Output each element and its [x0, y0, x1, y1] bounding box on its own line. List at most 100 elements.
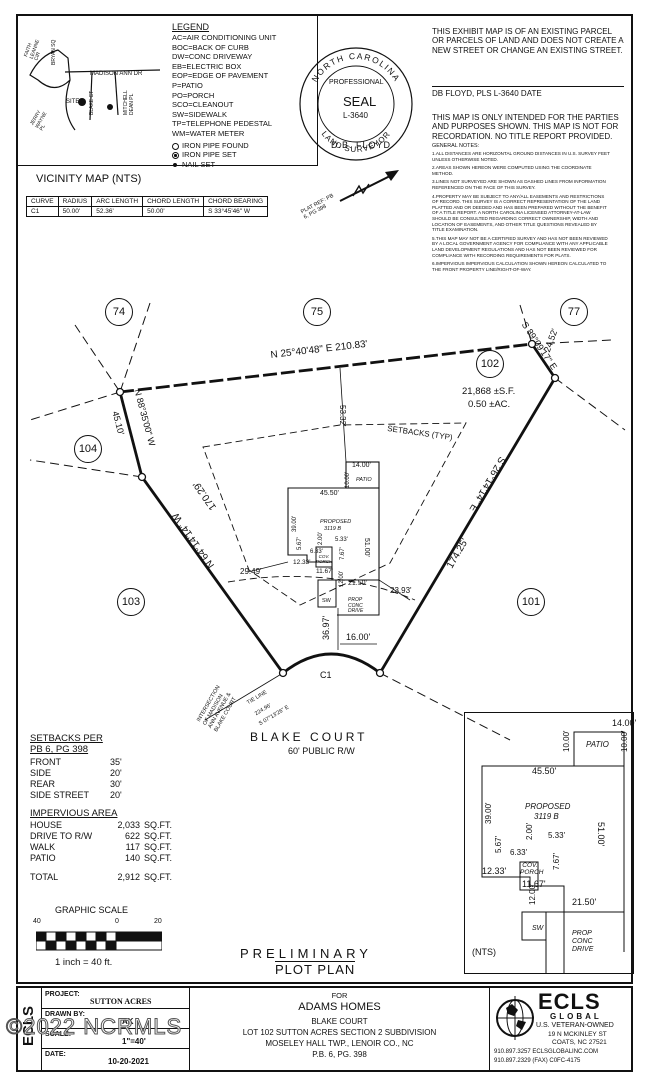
firm-veteran: U.S. VETERAN-OWNED	[536, 1022, 614, 1029]
impervious-unit: SQ.FT.	[144, 842, 173, 852]
firm-phone-1: 910.897.3257 ECLSGLOBALINC.COM	[494, 1049, 599, 1055]
seal-number: L-3640	[343, 111, 368, 120]
inset-cov-porch: COV. PORCH	[520, 862, 544, 876]
setback-row: REAR 30'	[30, 779, 140, 790]
tb-line2: LOT 102 SUTTON ACRES SECTION 2 SUBDIVISI…	[242, 1028, 437, 1037]
legend-item: EB=ELECTRIC BOX	[172, 61, 242, 71]
inset-detail-box	[464, 712, 634, 974]
inset-patio-width: 14.00'	[612, 718, 637, 728]
impervious-value: 2,033	[117, 820, 140, 830]
tb-row-scale: SCALE: 1"=40'	[42, 1028, 190, 1049]
street-row: 60' PUBLIC R/W	[288, 746, 355, 756]
setback-label: SIDE	[30, 768, 52, 778]
inset-dim-6-33: 6.33'	[510, 848, 528, 857]
dim-51: 51.00'	[363, 538, 370, 557]
firm-phone-2: 910.897.2329 (FAX) C0FC-4175	[494, 1058, 581, 1064]
prop-drive-label: PROP CONC DRIVE	[348, 597, 364, 614]
dim-36-97: 36.97'	[321, 615, 331, 640]
firm-address-2: COATS, NC 27521	[552, 1039, 607, 1046]
inset-dim-5-67: 5.67'	[494, 835, 503, 853]
setbacks-title: SETBACKS PER	[30, 733, 103, 744]
tb-drawn-label: DRAWN BY:	[45, 1011, 85, 1018]
legend-item: WM=WATER METER	[172, 128, 245, 138]
graphic-scale-caption: 1 inch = 40 ft.	[55, 957, 113, 968]
dim-12-33: 12.33'	[293, 559, 311, 566]
lot-103: 103	[117, 588, 145, 616]
inset-house-width: 45.50'	[532, 766, 557, 776]
legend-symbol-set: IRON PIPE SET	[182, 150, 237, 160]
cov-porch-label: COV. PORCH	[316, 554, 333, 564]
impervious-label: WALK	[30, 842, 56, 852]
inset-dim-12: 12.00'	[528, 883, 537, 905]
inset-dim-11-67: 11.67'	[522, 879, 546, 889]
tb-line1: BLAKE COURT	[311, 1017, 368, 1026]
lot-75: 75	[303, 298, 331, 326]
watermark: ©2022 NCRMLS	[5, 1014, 183, 1040]
tb-date-value: 10-20-2021	[108, 1057, 149, 1066]
general-note: 3.LINES NOT SURVEYED ARE SHOWN AS DASHED…	[432, 179, 606, 190]
inset-patio-height-right: 10.00'	[620, 730, 629, 752]
iron-pipe-found-icon	[172, 142, 179, 150]
patio-label: PATIO	[356, 477, 372, 483]
street-name: BLAKE COURT	[250, 730, 368, 744]
iron-pipe-set-icon	[172, 152, 179, 160]
vicinity-title: VICINITY MAP (NTS)	[36, 173, 142, 185]
seal-word: SEAL	[343, 94, 377, 109]
general-note: 6.IMPERVIOUS IMPERVIOUS CALCULATION SHOW…	[432, 261, 607, 272]
vicinity-label-madison: MADISON ANN DR	[90, 71, 143, 77]
lot-102: 102	[476, 350, 504, 378]
dim-6-33: 6.33'	[310, 549, 323, 555]
scale-tick-20: 20	[154, 918, 162, 925]
inset-dim-12-33: 12.33'	[482, 866, 507, 876]
vicinity-legend-box	[17, 15, 318, 166]
legend-item: EOP=EDGE OF PAVEMENT	[172, 71, 269, 81]
impervious-total-label: TOTAL	[30, 872, 59, 882]
scale-tick-0: 0	[115, 918, 119, 925]
firm-name: ECLS	[538, 989, 601, 1014]
inset-prop-drive: PROP CONC DRIVE	[572, 930, 594, 953]
dim-21-50: 21.50'	[348, 580, 367, 587]
firm-address-1: 19 N MCKINLEY ST	[548, 1031, 607, 1038]
general-note: 4.PROPERTY MAY BE SUBJECT TO ANY/ALL EAS…	[432, 193, 607, 233]
impervious-value: 117	[125, 842, 140, 852]
legend-item: TP=TELEPHONE PEDESTAL	[172, 119, 273, 129]
setback-label: REAR	[30, 779, 56, 789]
curve-table-cell: S 33°45'46" W	[203, 206, 269, 217]
nail-set-icon	[173, 162, 177, 167]
inset-dim-51: 51.00'	[596, 822, 606, 847]
dim-11-67: 11.67'	[316, 568, 334, 575]
inset-patio-label: PATIO	[586, 740, 609, 749]
dim-29-49: 29.49'	[240, 567, 262, 576]
lot-101: 101	[517, 588, 545, 616]
dim-12: 12.00'	[339, 570, 345, 587]
tb-row-drawn: DRAWN BY: AK	[42, 1008, 190, 1029]
impervious-unit: SQ.FT.	[144, 831, 173, 841]
tb-firm-cell: ECLS GLOBAL U.S. VETERAN-OWNED 19 N MCKI…	[490, 988, 631, 1070]
dim-5-33: 5.33'	[335, 537, 348, 543]
impervious-value: 622	[124, 831, 140, 841]
scale-tick-40: 40	[33, 918, 41, 925]
vicinity-map	[29, 49, 161, 131]
tb-scale-label: SCALE:	[45, 1031, 72, 1038]
proposed-label: PROPOSED	[320, 519, 352, 525]
curve-table-cell: C1	[26, 206, 59, 217]
setback-value: 30'	[110, 779, 122, 789]
graphic-scale-bar	[36, 931, 162, 951]
legend-title: LEGEND	[172, 22, 210, 32]
tb-row-date: DATE: 10-20-2021	[42, 1048, 190, 1070]
tb-side-label-cell: ECLS	[18, 988, 42, 1070]
plan-title-plot-plan: PLOT PLAN	[275, 961, 356, 977]
dim-53-32: 53.32'	[338, 405, 347, 427]
dim-patio-height: 10.00'	[345, 471, 351, 488]
firm-name-global: GLOBAL	[550, 1012, 602, 1021]
setback-value: 35'	[110, 757, 122, 767]
inset-patio-height-left: 10.00'	[562, 730, 571, 752]
